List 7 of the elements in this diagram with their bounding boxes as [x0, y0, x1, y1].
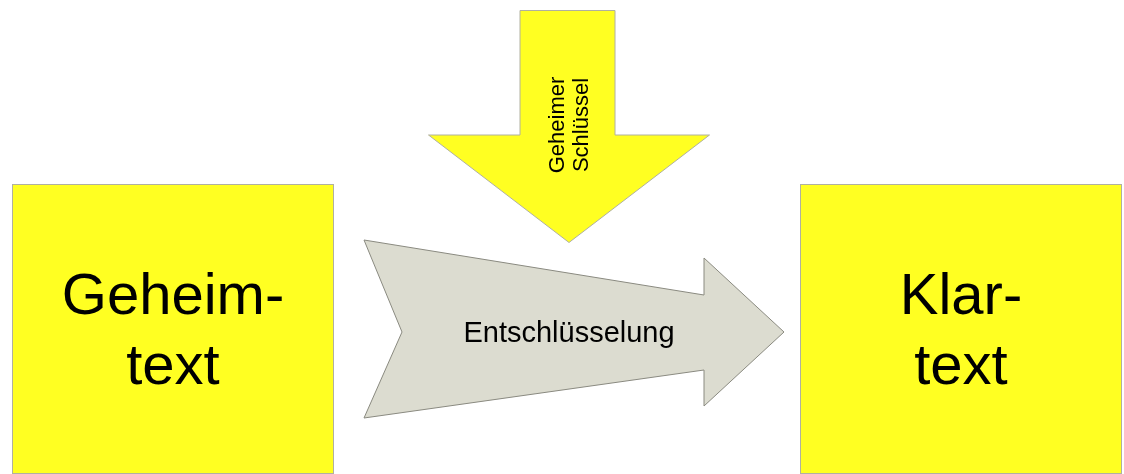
- box-label: Klar- text: [899, 260, 1023, 398]
- text-box: [800, 184, 1122, 474]
- block-arrow: [363, 239, 785, 419]
- edge-label: Entschlüsselung: [463, 315, 675, 349]
- text-box: [12, 184, 334, 474]
- box-label: Geheim- text: [61, 260, 285, 398]
- arrow-label: Geheimer Schlüssel: [544, 75, 594, 176]
